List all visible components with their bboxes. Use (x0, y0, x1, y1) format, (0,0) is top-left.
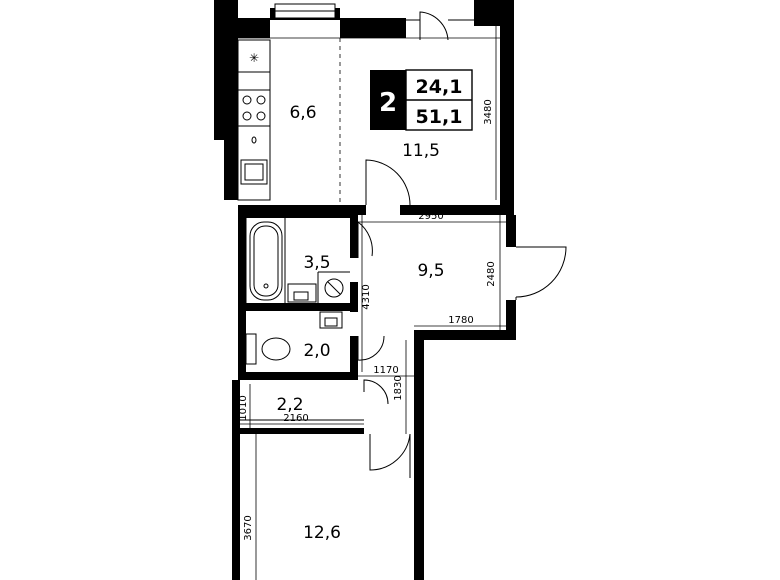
dim-2950: 2950 (418, 211, 443, 222)
stove (237, 89, 271, 127)
hall-right-wall-bottom (506, 300, 516, 340)
room-kitchen-area: 6,6 (289, 103, 316, 123)
burner-icon (242, 111, 252, 121)
wc-bottom-wall (238, 372, 358, 380)
walls (214, 0, 516, 580)
wc-washbasin (319, 311, 343, 329)
toilet-tank (245, 333, 257, 365)
room-living-area: 11,5 (402, 141, 440, 161)
badge-rooms: 2 (379, 88, 397, 118)
dim-2480: 2480 (486, 261, 497, 286)
washing-machine-mark (327, 281, 341, 295)
door-bedroom (369, 433, 411, 471)
bath-wc-divider (246, 303, 358, 311)
tap-icon (251, 136, 257, 144)
top-wall-right (474, 18, 514, 26)
top-wall-left (230, 18, 270, 38)
dim-5210: 5210 (361, 27, 386, 38)
dim-1830: 1830 (393, 375, 404, 400)
hall-bottom-wall (414, 330, 516, 340)
burner-icon (256, 111, 266, 121)
outer-wall-right-top (500, 0, 514, 215)
dim-3670: 3670 (243, 515, 254, 540)
dim-2160: 2160 (283, 413, 308, 424)
hall-right-wall-top (506, 215, 516, 247)
room-labels: 6,6 11,5 3,5 9,5 2,0 2,2 12,6 (276, 103, 444, 543)
dim-1780: 1780 (448, 315, 473, 326)
badge-total-area: 51,1 (416, 106, 463, 128)
door-top (419, 11, 449, 41)
toilet-bowl (261, 337, 291, 361)
kitchen-fixtures: ✳ (237, 39, 271, 201)
dim-3480: 3480 (483, 99, 494, 124)
door-bath (357, 220, 373, 258)
badge-rooms-box (370, 70, 406, 130)
corridor-right-wall (414, 330, 424, 580)
washbasin-bowl (293, 291, 309, 301)
bedroom-left-wall (232, 380, 240, 580)
door-wc (357, 335, 385, 361)
washing-machine-icon (324, 278, 344, 298)
dim-1170: 1170 (373, 365, 398, 376)
outer-wall-left-mid (224, 140, 238, 200)
burner-icon (256, 95, 266, 105)
wc-right-wall (350, 336, 358, 380)
drain-icon (263, 283, 269, 289)
wc-washbasin-bowl (324, 317, 338, 327)
bath-top-wall (238, 210, 358, 218)
burner-icon (242, 95, 252, 105)
dimension-labels: 5210 3480 2950 2480 4310 1780 1170 1830 … (238, 27, 497, 541)
room-wc-area: 2,0 (303, 341, 330, 361)
dim-1010: 1010 (238, 395, 249, 420)
door-entrance (515, 246, 567, 298)
storage-bottom-wall (240, 428, 364, 434)
door-living (365, 159, 411, 206)
room-bedroom-area: 12,6 (303, 523, 341, 543)
bath-right-wall-top (350, 210, 358, 258)
snowflake-icon: ✳ (249, 51, 259, 65)
room-hall-area: 9,5 (417, 261, 444, 281)
sink (240, 159, 268, 185)
dim-4310: 4310 (361, 284, 372, 309)
badge-living-area: 24,1 (416, 76, 463, 98)
washbasin (287, 283, 317, 303)
fridge (237, 39, 271, 73)
room-bath-area: 3,5 (303, 253, 330, 273)
door-storage (363, 379, 389, 405)
top-wall-mid (340, 18, 406, 38)
bathroom-fixtures (245, 221, 344, 365)
bathtub (249, 221, 283, 301)
wall-living-hall (400, 205, 514, 215)
area-badge: 2 24,1 51,1 (370, 69, 473, 131)
doors (357, 11, 567, 478)
room-storage-area: 2,2 (276, 395, 303, 415)
sink-basin (244, 163, 264, 181)
bath-left-wall (238, 210, 246, 380)
dimension-lines (238, 26, 506, 580)
bathtub-inner (253, 225, 279, 297)
interior-lines (240, 38, 364, 421)
bath-right-wall-mid (350, 282, 358, 312)
